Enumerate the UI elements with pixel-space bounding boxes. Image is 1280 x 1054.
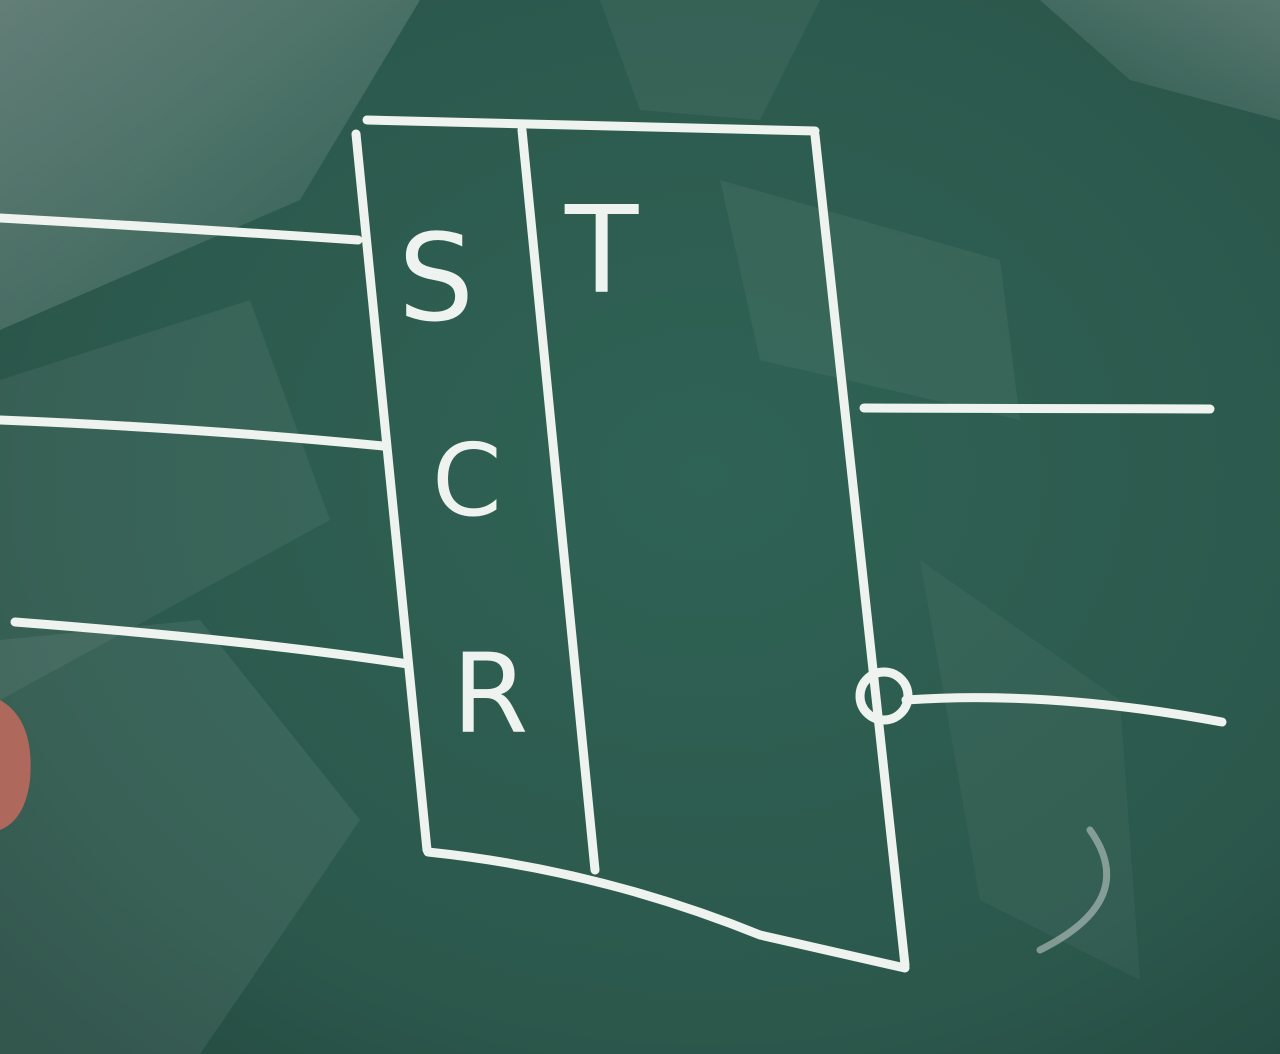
label-t: T — [564, 182, 639, 321]
faint-chalk-curve — [1036, 826, 1111, 954]
input-line-s — [0, 213, 363, 245]
output-line-q-inverted — [901, 693, 1227, 727]
label-c: C — [432, 422, 502, 539]
input-line-c — [0, 415, 388, 451]
output-line-q — [859, 403, 1215, 414]
block-divider — [517, 125, 600, 875]
block-top-edge — [362, 115, 820, 136]
block-bottom-edge — [423, 847, 910, 973]
label-s: S — [398, 210, 474, 349]
label-r: R — [452, 630, 528, 758]
input-lines — [0, 213, 413, 669]
flip-flop-block — [351, 115, 910, 973]
input-line-r — [10, 617, 413, 669]
block-right-edge — [810, 130, 910, 970]
output-lines — [855, 403, 1227, 727]
red-object — [0, 700, 31, 830]
block-left-edge — [351, 129, 432, 855]
pin-labels: S C R T — [398, 182, 639, 758]
